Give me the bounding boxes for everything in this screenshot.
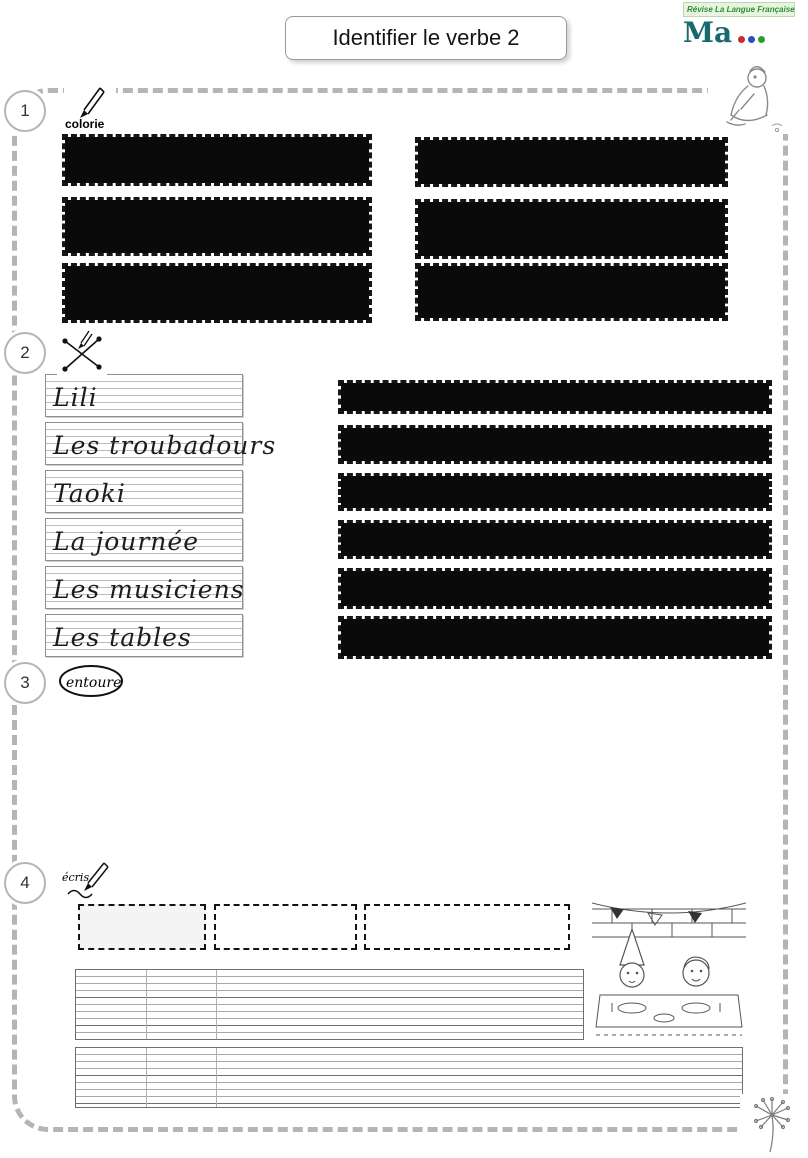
match-word: Taoki (53, 479, 126, 508)
page-title-text: Identifier le verbe 2 (332, 25, 520, 50)
relie-instruction-icon (57, 329, 107, 375)
match-word-card: Les troubadours (45, 422, 275, 465)
dandelion-illustration (740, 1094, 804, 1156)
green-dot-icon (758, 36, 766, 43)
entoure-instruction-icon: entoure (57, 661, 125, 701)
redacted-answer-box (415, 263, 728, 321)
writing-lines-area (75, 969, 584, 1040)
logo-row: Ma (683, 19, 795, 47)
match-word-card: Les musiciens (45, 566, 245, 609)
margin-line (216, 1048, 217, 1107)
match-word: La journée (53, 527, 199, 556)
margin-line (146, 970, 147, 1039)
redacted-answer-box (62, 134, 372, 186)
label-box (364, 904, 570, 950)
exercise-3-number: 3 (4, 662, 46, 704)
match-word-card: La journée (45, 518, 243, 561)
label-box (78, 904, 206, 950)
exercise-2-number: 2 (4, 332, 46, 374)
redacted-answer-box (338, 520, 772, 559)
label-box (214, 904, 357, 950)
redacted-answer-box (62, 263, 372, 323)
match-word-card: Lili (45, 374, 243, 417)
blue-dot-icon (748, 36, 756, 43)
colorie-icon-label: colorie (65, 117, 105, 131)
exercise-4-number: 4 (4, 862, 46, 904)
writing-lines-area (75, 1047, 743, 1108)
exercise-1-number: 1 (4, 90, 46, 132)
dandelion-icon (753, 1096, 791, 1153)
match-word-card: Taoki (45, 470, 243, 513)
redacted-answer-box (415, 199, 728, 259)
ecris-icon-label: écris (62, 871, 89, 884)
match-word: Les troubadours (53, 431, 277, 460)
redacted-answer-box (415, 137, 728, 187)
page-title: Identifier le verbe 2 (285, 16, 567, 60)
red-dot-icon (738, 36, 746, 43)
match-word: Les tables (53, 623, 192, 652)
redacted-answer-box (62, 197, 372, 256)
dashed-frame (12, 88, 788, 1132)
site-logo: Révise La Langue Française Ma (683, 2, 795, 58)
margin-line (216, 970, 217, 1039)
match-word: Les musiciens (53, 575, 245, 604)
redacted-answer-box (338, 380, 772, 414)
match-word-card: Les tables (45, 614, 243, 657)
colorie-instruction-icon: colorie (64, 84, 116, 132)
party-scene-icon (591, 902, 747, 1036)
ecris-instruction-icon: écris (60, 861, 116, 901)
redacted-answer-box (338, 616, 772, 659)
entoure-icon-label: entoure (66, 675, 121, 691)
margin-line (146, 1048, 147, 1107)
redacted-answer-box (338, 473, 772, 511)
teacher-illustration (708, 60, 790, 134)
teacher-sketch-icon (726, 66, 783, 133)
logo-banner-text: Révise La Langue Française (683, 2, 795, 17)
redacted-answer-box (338, 425, 772, 464)
redacted-answer-box (338, 568, 772, 609)
logo-initials: Ma (683, 16, 733, 49)
match-word: Lili (53, 383, 98, 412)
logo-paint-dots-icon (738, 36, 766, 47)
party-scene-illustration (591, 899, 747, 1041)
